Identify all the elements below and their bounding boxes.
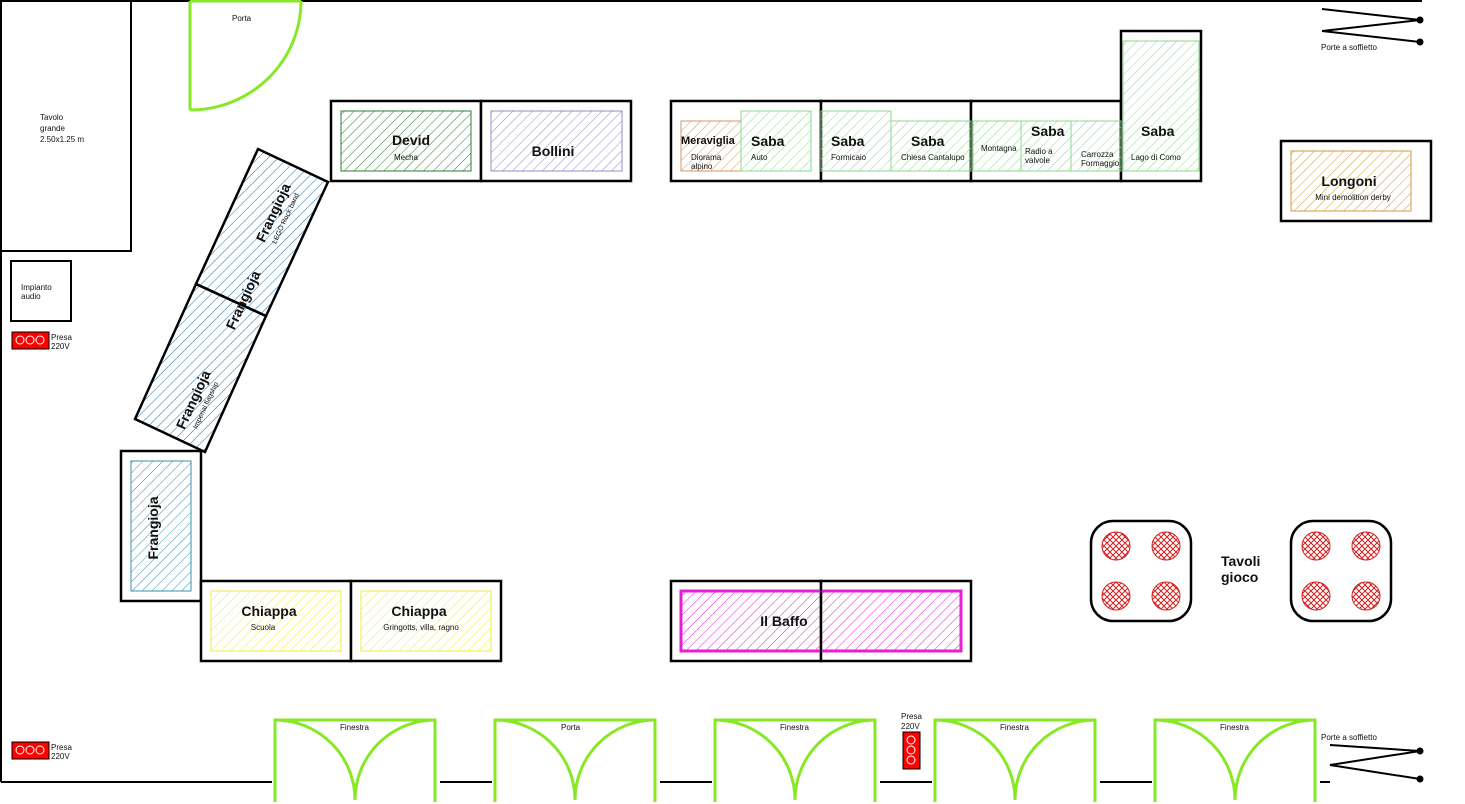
folding-door-bottom-label: Porte a soffietto xyxy=(1321,733,1377,742)
table-chiappa-scuola: Chiappa Scuola xyxy=(199,579,353,663)
exhibit-chiappa-scuola-name: Chiappa xyxy=(241,603,296,619)
svg-text:Saba: Saba xyxy=(1141,123,1175,139)
game-tables-label-1: Tavoli xyxy=(1221,553,1260,569)
exhibit-saba-radio: Saba Radio a valvole xyxy=(1020,120,1072,172)
exhibit-devid-sub: Mecha xyxy=(394,153,419,162)
audio-system: Impianto audio xyxy=(10,260,72,322)
table-longoni: Longoni Mini demolition derby xyxy=(1279,139,1433,223)
svg-text:Formaggio: Formaggio xyxy=(1081,159,1120,168)
window-2[interactable] xyxy=(713,718,877,802)
svg-text:Montagna: Montagna xyxy=(981,144,1017,153)
svg-text:Carrozza: Carrozza xyxy=(1081,150,1114,159)
exhibit-saba-chiesa: Saba Chiesa Cantalupo xyxy=(890,120,972,172)
svg-text:valvole: valvole xyxy=(1025,156,1050,165)
exhibit-saba-auto: Saba Auto xyxy=(740,110,812,172)
window-2-label: Finestra xyxy=(780,723,809,732)
folding-door-top-label: Porte a soffietto xyxy=(1321,43,1377,52)
svg-text:Formicaio: Formicaio xyxy=(831,153,867,162)
svg-text:Lago di Como: Lago di Como xyxy=(1131,153,1181,162)
svg-text:Radio a: Radio a xyxy=(1025,147,1053,156)
exhibit-meraviglia: Meraviglia Diorama alpino xyxy=(680,120,742,172)
svg-text:Chiesa Cantalupo: Chiesa Cantalupo xyxy=(901,153,965,162)
table-il-baffo: Il Baffo xyxy=(669,579,973,663)
svg-text:2.50x1.25 m: 2.50x1.25 m xyxy=(40,135,84,144)
top-door-label: Porta xyxy=(232,14,252,23)
bottom-door-label: Porta xyxy=(561,723,581,732)
svg-text:Saba: Saba xyxy=(911,133,945,149)
svg-text:Tavolo: Tavolo xyxy=(40,113,64,122)
table-chiappa-gringotts: Chiappa Gringotts, villa, ragno xyxy=(349,579,503,663)
table-devid: Devid Mecha xyxy=(329,99,483,183)
big-table: Tavolo grande 2.50x1.25 m xyxy=(0,0,132,252)
svg-text:220V: 220V xyxy=(51,752,70,761)
svg-text:Presa: Presa xyxy=(51,743,72,752)
exhibit-chiappa-gringotts-sub: Gringotts, villa, ragno xyxy=(383,623,459,632)
game-tables-label-2: gioco xyxy=(1221,569,1258,585)
window-4[interactable] xyxy=(1153,718,1317,802)
exhibit-saba-formicaio: Saba Formicaio xyxy=(820,110,892,172)
svg-text:220V: 220V xyxy=(901,722,920,731)
power-socket-bottom-middle: Presa 220V xyxy=(901,712,922,770)
exhibit-chiappa-scuola-sub: Scuola xyxy=(251,623,276,632)
top-door[interactable]: Porta xyxy=(188,0,303,112)
table-frangioja-left xyxy=(119,449,203,603)
window-3-label: Finestra xyxy=(1000,723,1029,732)
bottom-door[interactable] xyxy=(493,718,657,802)
svg-text:Presa: Presa xyxy=(901,712,922,721)
svg-text:Presa: Presa xyxy=(51,333,72,342)
svg-text:Diorama: Diorama xyxy=(691,153,722,162)
table-frangioja-diagonal xyxy=(133,147,330,454)
exhibit-bollini-name: Bollini xyxy=(532,143,575,159)
exhibit-chiappa-gringotts-name: Chiappa xyxy=(391,603,446,619)
window-4-label: Finestra xyxy=(1220,723,1249,732)
power-socket-left: Presa 220V xyxy=(11,331,72,351)
svg-text:Auto: Auto xyxy=(751,153,768,162)
folding-door-bottom[interactable] xyxy=(1329,744,1424,783)
folding-door-top[interactable] xyxy=(1321,8,1424,46)
svg-text:Impianto: Impianto xyxy=(21,283,52,292)
table-bollini: Bollini xyxy=(479,99,633,183)
exhibit-saba-montagna: Montagna xyxy=(972,120,1022,172)
exhibit-saba-lago: Saba Lago di Como xyxy=(1122,40,1200,172)
exhibit-longoni-name: Longoni xyxy=(1321,173,1376,189)
exhibit-longoni-sub: Mini demolition derby xyxy=(1315,193,1391,202)
svg-text:220V: 220V xyxy=(51,342,70,351)
game-table-1 xyxy=(1089,519,1193,623)
exhibit-il-baffo-name: Il Baffo xyxy=(760,613,807,629)
window-1-label: Finestra xyxy=(340,723,369,732)
window-3[interactable] xyxy=(933,718,1097,802)
window-1[interactable] xyxy=(273,718,437,802)
svg-text:alpino: alpino xyxy=(691,162,713,171)
svg-text:Saba: Saba xyxy=(831,133,865,149)
svg-text:Meraviglia: Meraviglia xyxy=(681,135,736,147)
exhibit-devid-name: Devid xyxy=(392,132,430,148)
svg-text:audio: audio xyxy=(21,292,41,301)
svg-text:Frangioja: Frangioja xyxy=(145,496,161,559)
svg-text:grande: grande xyxy=(40,124,65,133)
svg-text:Saba: Saba xyxy=(1031,123,1065,139)
exhibit-saba-carrozza: Carrozza Formaggio xyxy=(1070,120,1122,172)
power-socket-bottom-left: Presa 220V xyxy=(11,741,72,761)
svg-text:Saba: Saba xyxy=(751,133,785,149)
game-table-2 xyxy=(1289,519,1393,623)
exhibit-frangioja-left: Frangioja xyxy=(145,496,161,559)
